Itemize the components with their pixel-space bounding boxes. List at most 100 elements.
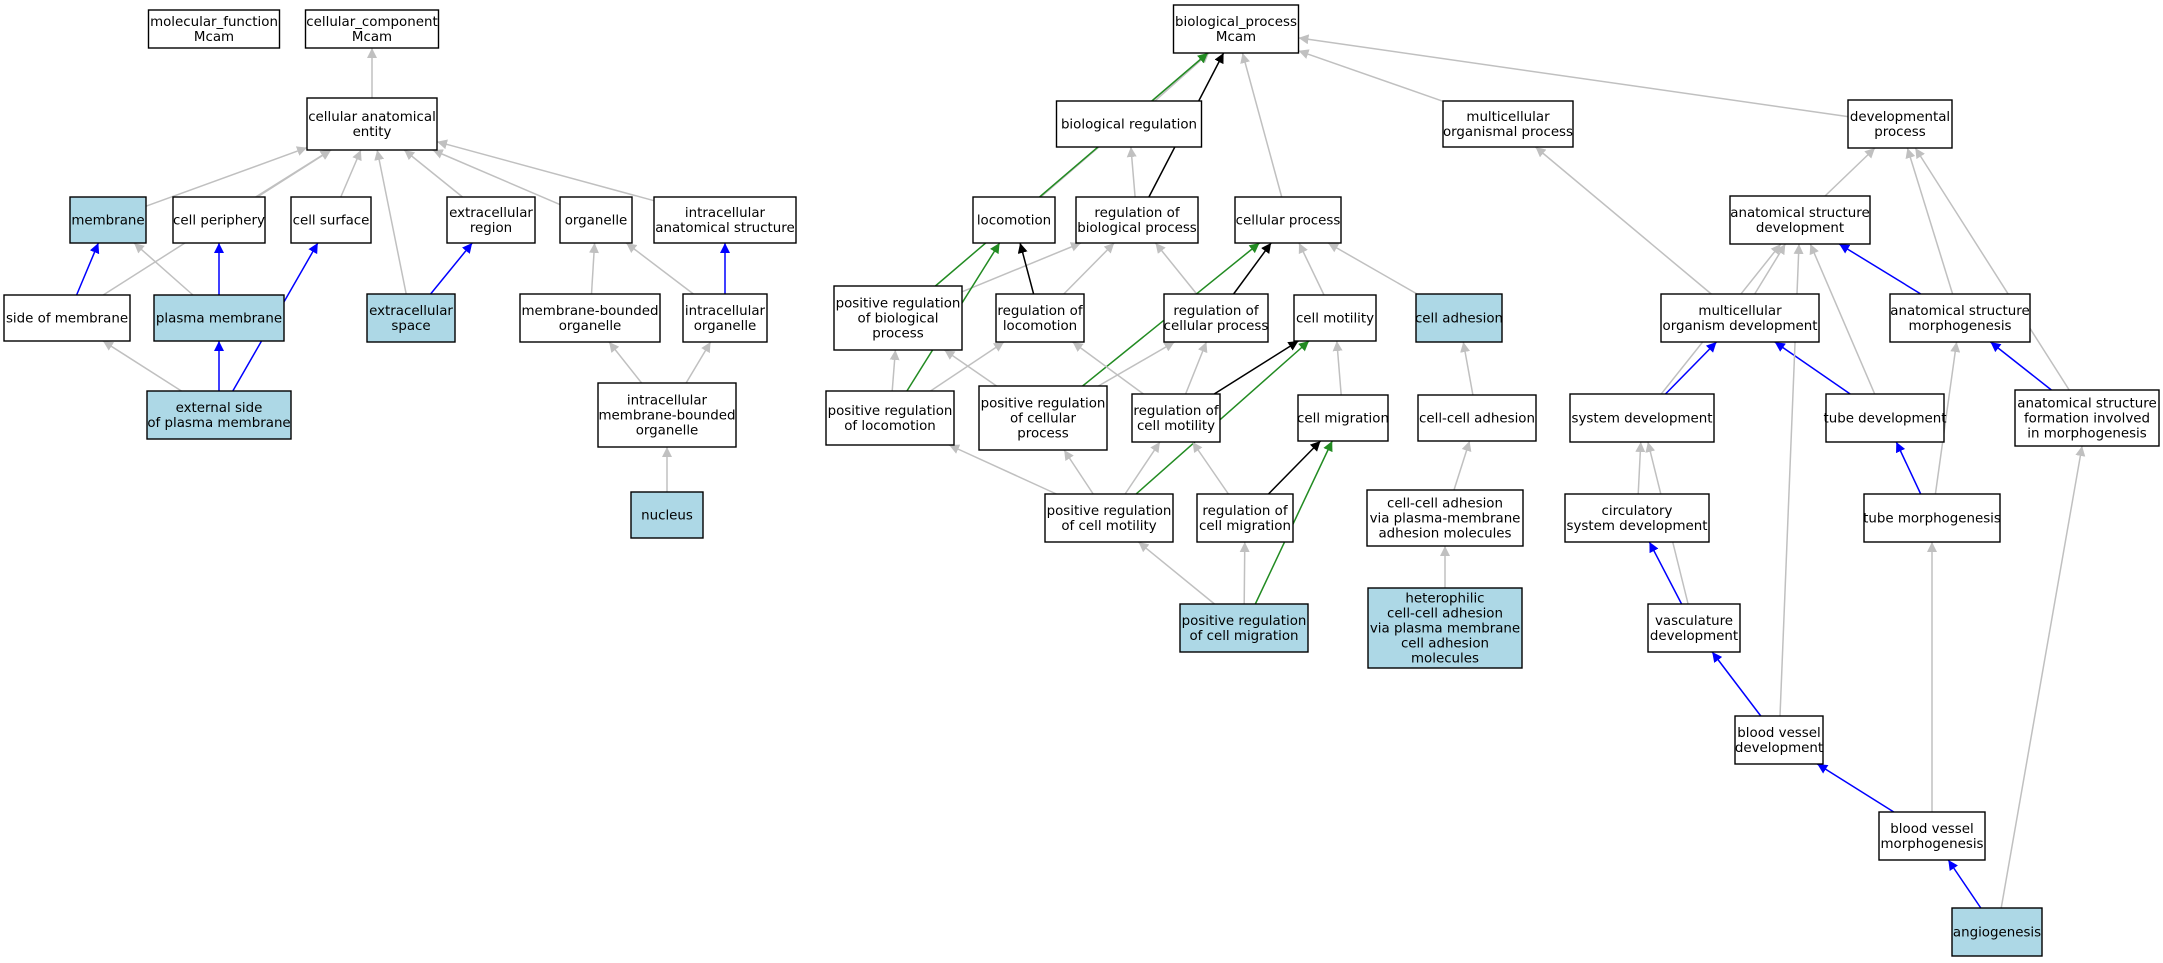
node-label-line: of cellular [1010, 412, 1077, 427]
edge-part-of [430, 242, 473, 295]
node-label-line: heterophilic [1405, 592, 1484, 607]
node-side-of-membrane[interactable]: side of membrane [3, 294, 131, 342]
node-cell-adhesion[interactable]: cell adhesion [1415, 293, 1503, 343]
node-label-line: Mcam [352, 30, 392, 45]
edge-line [1824, 147, 1876, 197]
edge-is-a [589, 242, 599, 295]
node-membrane[interactable]: membrane [69, 196, 147, 244]
node-label: biological regulation [1061, 118, 1197, 133]
node-tube-development[interactable]: tube development [1823, 393, 1947, 443]
node-label-line: adhesion molecules [1378, 527, 1511, 542]
node-angiogenesis[interactable]: angiogenesis [1951, 907, 2043, 957]
edge-line [934, 52, 1209, 287]
node-cell-cell-adhesion[interactable]: cell-cell adhesion [1417, 394, 1537, 442]
node-system-development[interactable]: system development [1569, 393, 1715, 443]
node-plasma-membrane[interactable]: plasma membrane [153, 294, 285, 342]
edge-is-a [1072, 341, 1144, 395]
node-box [1179, 603, 1309, 653]
edge-line [1213, 340, 1299, 395]
node-label-line: side of membrane [6, 312, 128, 327]
node-box [1163, 293, 1269, 343]
node-label-line: blood vessel [1737, 726, 1820, 741]
node-cell-motility[interactable]: cell motility [1293, 294, 1377, 342]
edge-line [1914, 147, 2070, 391]
node-cellular-process[interactable]: cellular process [1234, 196, 1342, 244]
node-tube-morphogenesis[interactable]: tube morphogenesis [1863, 493, 2001, 543]
node-label-line: cell migration [1297, 412, 1389, 427]
node-label: angiogenesis [1953, 926, 2041, 941]
node-nucleus[interactable]: nucleus [630, 491, 704, 539]
node-box [3, 294, 131, 342]
node-box [172, 196, 266, 244]
node-label-line: organism development [1663, 319, 1818, 334]
edge-line [1664, 341, 1718, 395]
node-label-line: cell periphery [173, 214, 265, 229]
node-label-line: space [391, 319, 430, 334]
node-label: cell periphery [173, 214, 265, 229]
edge-line [1154, 52, 1210, 102]
edge-line [1154, 242, 1198, 295]
node-label-line: angiogenesis [1953, 926, 2041, 941]
node-locomotion[interactable]: locomotion [972, 196, 1056, 244]
node-label-line: development [1650, 629, 1738, 644]
edge-is-a [1460, 341, 1474, 396]
node-cell-migration[interactable]: cell migration [1297, 394, 1389, 442]
node-box [1564, 493, 1710, 543]
node-box [597, 382, 737, 448]
node-box [1878, 811, 1986, 861]
edge-line [430, 242, 473, 295]
node-label-line: external side [176, 401, 263, 416]
edge-line [625, 242, 694, 295]
node-cell-surface[interactable]: cell surface [290, 196, 372, 244]
node-label-line: regulation of [1133, 404, 1218, 419]
node-label-line: regulation of [1202, 504, 1287, 519]
node-box [825, 390, 955, 446]
node-cell-periphery[interactable]: cell periphery [172, 196, 266, 244]
node-label-line: cell-cell adhesion [1387, 497, 1503, 512]
node-label-line: process [872, 327, 923, 342]
edges-layer [75, 34, 2086, 909]
node-biological-regulation[interactable]: biological regulation [1055, 100, 1203, 148]
node-box [366, 293, 456, 343]
node-label-line: multicellular [1466, 110, 1550, 125]
node-organelle[interactable]: organelle [559, 196, 633, 244]
node-label-line: anatomical structure [655, 221, 794, 236]
node-label-line: via plasma membrane [1370, 622, 1520, 637]
